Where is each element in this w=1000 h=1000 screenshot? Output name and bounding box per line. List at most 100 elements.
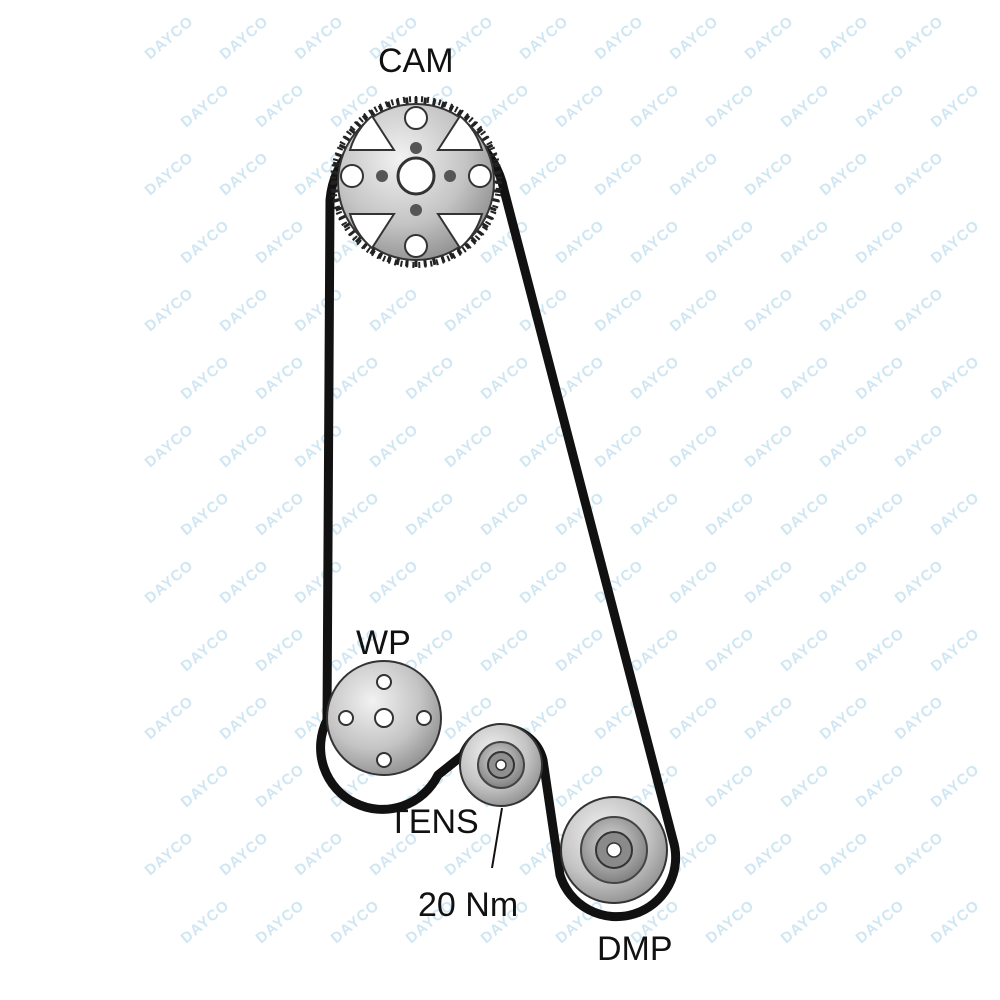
wp-label: WP [356,624,411,662]
watermark-mark: DAYCO [628,353,683,403]
sprocket-tooth [456,109,463,117]
sprocket-tooth [386,255,392,263]
watermark-mark: DAYCO [667,693,722,743]
watermark-mark: DAYCO [892,421,947,471]
watermark-mark: DAYCO [928,489,983,539]
watermark-mark: DAYCO [628,489,683,539]
sprocket-tooth [395,257,401,266]
watermark-mark: DAYCO [253,489,308,539]
watermark-mark: DAYCO [853,217,908,267]
watermark-mark: DAYCO [142,557,197,607]
watermark-mark: DAYCO [517,149,572,199]
sprocket-tooth [456,247,463,255]
sprocket-tooth [377,251,384,260]
watermark-mark: DAYCO [478,625,533,675]
watermark-mark: DAYCO [742,421,797,471]
watermark-mark: DAYCO [892,693,947,743]
watermark-mark: DAYCO [703,761,758,811]
cam-label: CAM [378,42,454,80]
watermark-mark: DAYCO [853,897,908,947]
watermark-mark: DAYCO [853,489,908,539]
watermark-mark: DAYCO [928,761,983,811]
watermark-mark: DAYCO [142,829,197,879]
watermark-mark: DAYCO [442,421,497,471]
watermark-mark: DAYCO [853,353,908,403]
sprocket-tooth [386,101,392,109]
watermark-mark: DAYCO [553,81,608,131]
dmp-label: DMP [597,930,673,968]
watermark-mark: DAYCO [667,421,722,471]
sprocket-tooth [332,161,341,167]
watermark-mark: DAYCO [178,489,233,539]
watermark-mark: DAYCO [817,557,872,607]
cam-sprocket [330,96,502,268]
watermark-mark: DAYCO [178,897,233,947]
watermark-mark: DAYCO [928,353,983,403]
watermark-mark: DAYCO [142,149,197,199]
sprocket-tooth [331,189,339,194]
watermark-mark: DAYCO [478,353,533,403]
sprocket-tooth [485,143,494,150]
watermark-mark: DAYCO [592,13,647,63]
sprocket-tooth [404,97,409,105]
tens-label: TENS [388,803,479,841]
water-pump-pulley [326,660,442,776]
sprocket-tooth [493,189,501,194]
sprocket-tooth [354,236,362,244]
watermark-mark: DAYCO [853,761,908,811]
sprocket-tooth [440,101,446,109]
watermark-mark: DAYCO [742,829,797,879]
watermark-mark: DAYCO [592,285,647,335]
watermark-mark: DAYCO [742,285,797,335]
watermark-mark: DAYCO [928,897,983,947]
damper-pulley [560,796,668,904]
watermark-mark: DAYCO [817,421,872,471]
watermark-mark: DAYCO [142,13,197,63]
sprocket-tooth [377,104,384,113]
watermark-mark: DAYCO [178,217,233,267]
watermark-mark: DAYCO [892,13,947,63]
watermark-mark: DAYCO [667,13,722,63]
watermark-layer: DAYCO DAYCO DAYCO DAYCO DAYCO DAYCO DAYCO DAYCO… [142,13,983,947]
watermark-mark: DAYCO [217,149,272,199]
torque-pointer-line [491,807,503,869]
watermark-mark: DAYCO [928,625,983,675]
watermark-mark: DAYCO [142,421,197,471]
watermark-mark: DAYCO [292,285,347,335]
watermark-mark: DAYCO [892,557,947,607]
watermark-mark: DAYCO [778,897,833,947]
watermark-mark: DAYCO [778,353,833,403]
sprocket-tooth [335,206,343,212]
watermark-mark: DAYCO [742,13,797,63]
sprocket-tooth [470,120,478,128]
watermark-mark: DAYCO [817,149,872,199]
watermark-mark: DAYCO [817,285,872,335]
watermark-mark: DAYCO [178,625,233,675]
watermark-mark: DAYCO [703,81,758,131]
watermark-mark: DAYCO [742,557,797,607]
watermark-mark: DAYCO [217,829,272,879]
sprocket-tooth [481,222,489,229]
watermark-mark: DAYCO [142,693,197,743]
watermark-mark: DAYCO [892,149,947,199]
watermark-mark: DAYCO [592,421,647,471]
watermark-mark: DAYCO [217,421,272,471]
watermark-mark: DAYCO [778,625,833,675]
watermark-mark: DAYCO [478,81,533,131]
watermark-mark: DAYCO [328,353,383,403]
watermark-mark: DAYCO [628,81,683,131]
watermark-mark: DAYCO [778,81,833,131]
watermark-mark: DAYCO [442,285,497,335]
watermark-mark: DAYCO [853,81,908,131]
watermark-mark: DAYCO [628,625,683,675]
sprocket-tooth [491,161,500,167]
watermark-mark: DAYCO [367,557,422,607]
watermark-mark: DAYCO [403,489,458,539]
watermark-mark: DAYCO [142,285,197,335]
watermark-mark: DAYCO [178,81,233,131]
watermark-mark: DAYCO [442,557,497,607]
tensioner-pulley [459,723,543,807]
torque-label: 20 Nm [418,886,518,924]
sprocket-tooth [470,236,478,244]
sprocket-tooth [348,127,356,135]
